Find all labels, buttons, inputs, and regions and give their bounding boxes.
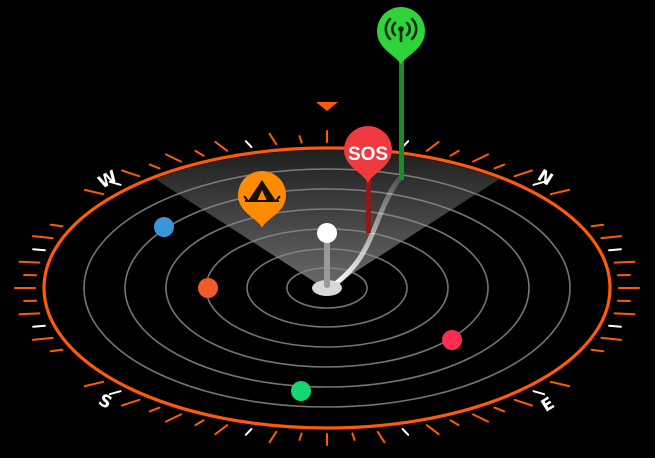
tick-mark (298, 432, 303, 441)
tick-mark (472, 153, 490, 163)
tick-mark (244, 140, 253, 148)
sos-pin-stem (366, 175, 371, 233)
tick-mark (83, 188, 105, 196)
tick-mark (425, 424, 440, 436)
tick-mark (121, 398, 141, 407)
tick-mark (493, 406, 506, 413)
tick-mark (164, 413, 182, 423)
tick-mark (472, 413, 490, 423)
tick-mark (613, 260, 636, 264)
tick-mark (401, 428, 410, 436)
tick-mark (532, 390, 546, 396)
tick-mark (49, 348, 64, 353)
tick-mark (214, 140, 229, 152)
tick-mark (425, 140, 440, 152)
tick-mark (108, 390, 122, 396)
tick-mark (608, 248, 622, 252)
sos-pin-head (344, 126, 392, 183)
tick-mark (493, 163, 506, 170)
tick-mark (613, 312, 636, 316)
heading-marker-icon (316, 102, 338, 111)
tick-mark (148, 406, 161, 413)
user-stem (324, 234, 330, 288)
antenna-icon (384, 17, 418, 43)
tick-mark (608, 324, 622, 328)
orange-dot[interactable] (198, 278, 218, 298)
tick-mark (590, 223, 605, 228)
tick-mark (513, 169, 533, 178)
tick-mark (449, 419, 460, 427)
tick-mark (244, 428, 253, 436)
waypoint-sos[interactable]: SOS (344, 126, 392, 233)
distance-rings (83, 168, 571, 408)
compass-ticks (14, 130, 640, 446)
tick-mark (108, 180, 122, 186)
tick-mark (532, 180, 546, 186)
user-location-icon[interactable] (317, 223, 337, 243)
tick-mark (18, 312, 41, 316)
tick-mark (32, 324, 46, 328)
tick-mark (121, 169, 141, 178)
cardinal-w: W (95, 167, 121, 194)
tick-mark (194, 149, 205, 157)
tick-mark (31, 336, 54, 341)
tick-mark (449, 149, 460, 157)
tick-mark (549, 188, 571, 196)
tick-mark (513, 398, 533, 407)
outer-ring (42, 146, 612, 430)
green-dot[interactable] (291, 381, 311, 401)
tick-mark (83, 380, 105, 388)
view-cone (95, 150, 560, 290)
waypoint-camp[interactable] (238, 171, 286, 228)
tick-mark (148, 163, 161, 170)
waypoint-signal[interactable] (377, 7, 425, 180)
tick-mark (31, 235, 54, 240)
cardinal-s: S (95, 390, 115, 413)
tick-mark (214, 424, 229, 436)
signal-pin-stem (399, 60, 404, 180)
tick-mark (600, 336, 623, 341)
tick-mark (164, 153, 182, 163)
tick-mark (268, 132, 278, 146)
tick-mark (376, 430, 386, 444)
red-dot[interactable] (442, 330, 462, 350)
tick-mark (32, 248, 46, 252)
tick-mark (298, 135, 303, 144)
tick-mark (268, 430, 278, 444)
cardinal-e: E (538, 393, 558, 416)
tick-mark (590, 348, 605, 353)
tick-mark (351, 432, 356, 441)
cardinal-n: N (534, 166, 557, 191)
sos-label: SOS (348, 144, 388, 165)
track-path[interactable] (327, 173, 405, 291)
tick-mark (18, 260, 41, 264)
blue-dot[interactable] (154, 217, 174, 237)
tick-mark (49, 223, 64, 228)
tick-mark (549, 380, 571, 388)
tick-mark (600, 235, 623, 240)
tick-mark (194, 419, 205, 427)
tent-icon (243, 180, 281, 202)
